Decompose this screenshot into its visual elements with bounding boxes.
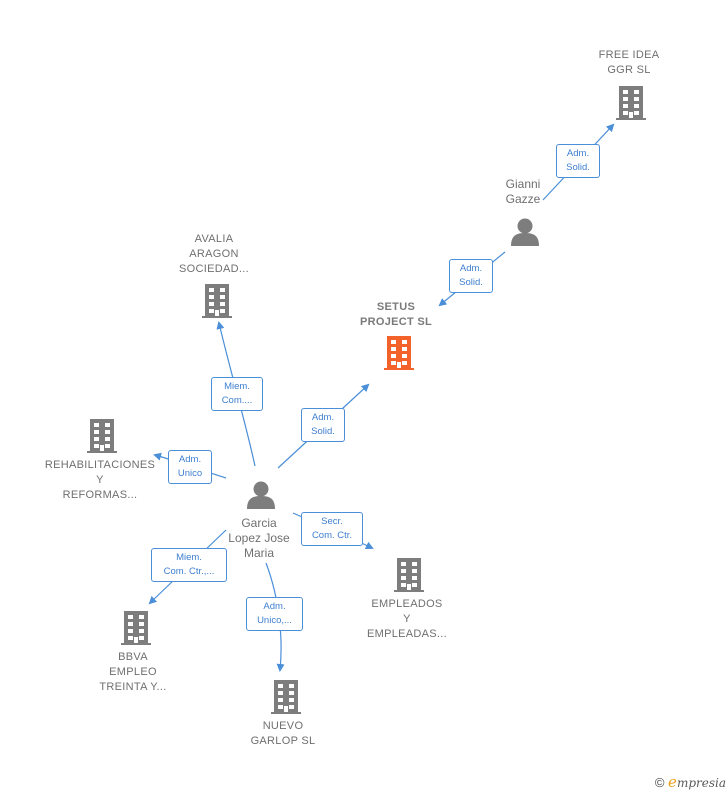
company-label-rehab[interactable]: REHABILITACIONES Y REFORMAS... xyxy=(44,459,156,501)
building-icon[interactable] xyxy=(202,284,232,318)
role-label: Adm. Solid. xyxy=(556,144,600,178)
person-icon[interactable] xyxy=(511,218,539,247)
company-label-setus[interactable]: SETUS PROJECT SL xyxy=(359,301,433,328)
role-label: Miem. Com.... xyxy=(211,377,263,411)
role-label: Adm. Unico xyxy=(168,450,212,484)
building-icon[interactable] xyxy=(616,86,646,120)
company-label-empleados[interactable]: EMPLEADOS Y EMPLEADAS... xyxy=(366,598,447,640)
empresia-logo[interactable]: empresia xyxy=(668,773,726,791)
building-icon[interactable] xyxy=(271,680,301,714)
company-label-free-idea[interactable]: FREE IDEA GGR SL xyxy=(598,49,660,76)
role-label: Adm. Solid. xyxy=(449,259,493,293)
building-icon[interactable] xyxy=(384,336,414,370)
role-label: Miem. Com. Ctr.,... xyxy=(151,548,227,582)
copyright-symbol: © xyxy=(654,775,665,790)
role-label: Secr. Com. Ctr. xyxy=(301,512,363,546)
building-icon[interactable] xyxy=(121,611,151,645)
building-icon[interactable] xyxy=(87,419,117,453)
company-label-bbva[interactable]: BBVA EMPLEO TREINTA Y... xyxy=(99,651,167,693)
role-label: Adm. Unico,... xyxy=(246,597,303,631)
copyright-footer: © empresia xyxy=(655,773,726,791)
person-label-gianni[interactable]: Gianni Gazze xyxy=(505,177,541,206)
person-label-garcia[interactable]: Garcia Lopez Jose Maria xyxy=(228,516,290,560)
role-label: Adm. Solid. xyxy=(301,408,345,442)
building-icon[interactable] xyxy=(394,558,424,592)
company-label-avalia[interactable]: AVALIA ARAGON SOCIEDAD... xyxy=(179,233,249,275)
company-label-nuevo[interactable]: NUEVO GARLOP SL xyxy=(250,720,316,747)
person-icon[interactable] xyxy=(247,481,275,510)
